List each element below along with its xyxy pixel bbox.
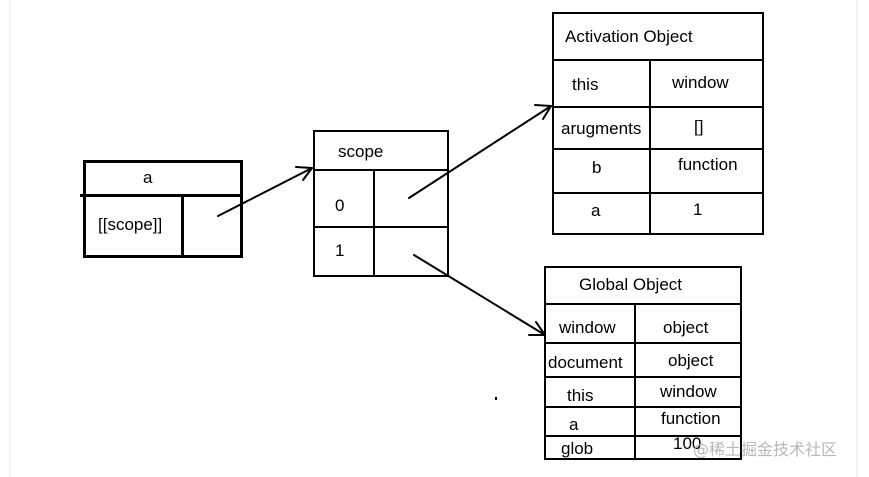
global-key-glob: glob	[561, 439, 594, 458]
frame-border-left	[9, 0, 11, 477]
activation-column-divider	[649, 59, 651, 235]
activation-key-a: a	[591, 201, 601, 220]
global-object-title: Global Object	[579, 275, 682, 294]
global-key-this: this	[567, 386, 594, 405]
scope-chain-box	[313, 130, 449, 277]
scope-index-0: 0	[335, 196, 345, 215]
arrow-index-0-to-activation	[408, 105, 552, 199]
global-object-table	[544, 266, 742, 460]
global-column-divider	[634, 303, 636, 460]
scope-header-divider	[313, 169, 449, 171]
global-value-window: object	[663, 318, 709, 337]
arrowhead-activation	[534, 104, 552, 120]
watermark-text: @稀土掘金技术社区	[693, 440, 838, 459]
global-value-a: function	[661, 409, 721, 428]
scope-index-1: 1	[335, 241, 345, 260]
activation-value-arguments: []	[694, 117, 704, 136]
activation-key-arguments: arugments	[561, 119, 642, 138]
global-value-glob: 100	[673, 434, 702, 453]
stray-dot	[495, 397, 497, 400]
arrowhead-scope-chain	[295, 166, 313, 181]
activation-object-table	[552, 12, 764, 235]
global-row-divider	[544, 406, 742, 408]
function-object-cell-divider	[181, 196, 184, 256]
global-header-divider	[544, 303, 742, 305]
activation-key-b: b	[592, 158, 602, 177]
activation-row-divider	[552, 192, 764, 194]
global-row-divider	[544, 342, 742, 344]
activation-value-a: 1	[693, 200, 703, 219]
arrowhead-global	[528, 321, 546, 336]
arrow-scope-property-to-chain	[217, 167, 313, 217]
activation-header-divider	[552, 59, 764, 61]
scope-row-divider	[313, 226, 449, 228]
function-object-divider	[80, 194, 243, 197]
global-key-window: window	[559, 318, 616, 337]
global-value-document: object	[668, 351, 714, 370]
function-object-name: a	[143, 168, 153, 187]
activation-value-window: window	[672, 73, 729, 92]
arrow-index-1-to-global	[413, 254, 546, 336]
function-object-scope-property: [[scope]]	[98, 215, 163, 234]
global-row-divider	[544, 376, 742, 378]
activation-object-title: Activation Object	[565, 27, 693, 46]
activation-key-this: this	[572, 75, 599, 94]
scope-column-divider	[373, 169, 375, 277]
frame-border-right	[856, 0, 858, 477]
global-value-this: window	[660, 382, 717, 401]
activation-value-b: function	[678, 155, 738, 174]
function-object-a	[83, 160, 243, 258]
scope-title: scope	[338, 142, 384, 161]
activation-row-divider	[552, 148, 764, 150]
global-key-document: document	[548, 353, 623, 372]
global-key-a: a	[569, 415, 579, 434]
activation-row-divider	[552, 106, 764, 108]
global-row-divider	[544, 435, 742, 437]
